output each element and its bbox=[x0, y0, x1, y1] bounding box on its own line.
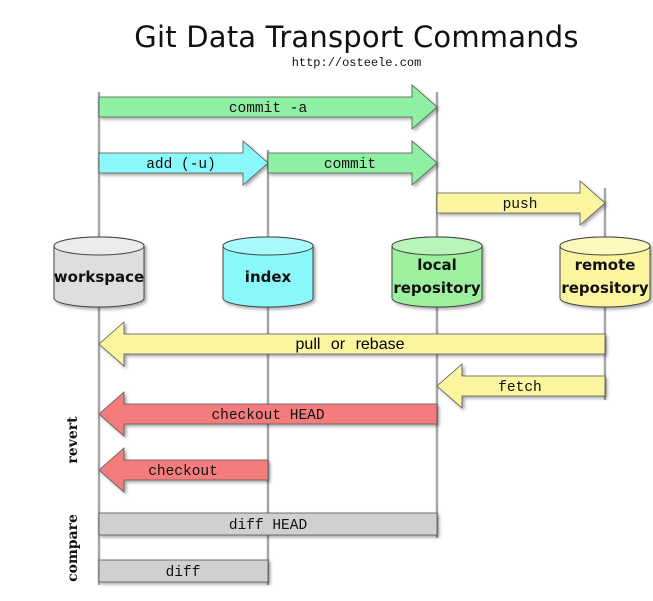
arrow-fetch-shape bbox=[436, 363, 606, 409]
arrow-fetch-label: fetch bbox=[498, 380, 542, 396]
local-repository-label-1: local bbox=[417, 256, 457, 274]
store-remote-repository: remote repository bbox=[559, 236, 651, 308]
arrow-add-label: add (-u) bbox=[146, 157, 216, 173]
store-workspace: workspace bbox=[53, 236, 145, 308]
arrow-commit-label: commit bbox=[324, 157, 376, 173]
arrow-add-shape bbox=[98, 140, 269, 186]
rebase-label: rebase bbox=[356, 336, 405, 353]
bar-diff-head-label: diff HEAD bbox=[229, 518, 307, 534]
arrow-push: push bbox=[436, 180, 606, 226]
arrow-commit: commit bbox=[267, 140, 438, 186]
arrow-push-label: push bbox=[503, 197, 538, 213]
arrow-checkout-head-shape bbox=[98, 391, 438, 437]
arrow-commit-a-label: commit -a bbox=[229, 101, 308, 117]
bar-diff-label: diff bbox=[166, 565, 201, 581]
side-label-revert: revert bbox=[65, 416, 81, 464]
or-label: or bbox=[331, 336, 346, 353]
arrow-checkout-head: checkout HEAD bbox=[98, 391, 438, 437]
store-local-repository: local repository bbox=[391, 236, 483, 308]
bar-diff: diff bbox=[98, 559, 269, 583]
store-index: index bbox=[222, 236, 314, 308]
index-label: index bbox=[245, 268, 292, 286]
arrow-push-shape bbox=[436, 180, 606, 226]
arrow-checkout: checkout bbox=[98, 447, 269, 493]
arrow-commit-a-shape bbox=[98, 84, 438, 130]
bar-diff-head-shape bbox=[98, 512, 438, 536]
index-cylinder-top bbox=[222, 236, 314, 256]
page-subtitle: http://osteele.com bbox=[291, 56, 422, 70]
bar-diff-head: diff HEAD bbox=[98, 512, 438, 536]
arrow-fetch: fetch bbox=[436, 363, 606, 409]
remote-repository-label-2: repository bbox=[561, 279, 649, 297]
bar-diff-shape bbox=[98, 559, 269, 583]
swimlane-lines bbox=[97, 92, 607, 585]
arrow-checkout-head-label: checkout HEAD bbox=[211, 408, 324, 424]
remote-repository-cylinder-top bbox=[559, 236, 651, 256]
arrow-pull-rebase: pull or rebase bbox=[98, 321, 606, 367]
page-title: Git Data Transport Commands bbox=[134, 20, 579, 54]
workspace-cylinder-top bbox=[53, 236, 145, 256]
arrow-pull-rebase-shape bbox=[98, 321, 606, 367]
remote-repository-label-1: remote bbox=[575, 256, 636, 274]
arrow-commit-a: commit -a bbox=[98, 84, 438, 130]
workspace-label: workspace bbox=[54, 268, 144, 286]
arrow-commit-shape bbox=[267, 140, 438, 186]
arrow-add: add (-u) bbox=[98, 140, 269, 186]
arrow-checkout-shape bbox=[98, 447, 269, 493]
local-repository-cylinder-top bbox=[391, 236, 483, 256]
pull-label: pull bbox=[296, 336, 321, 353]
arrow-pull-rebase-label: pull or rebase bbox=[296, 336, 405, 353]
side-label-compare: compare bbox=[65, 514, 81, 582]
arrow-checkout-label: checkout bbox=[148, 464, 218, 480]
local-repository-label-2: repository bbox=[393, 279, 481, 297]
